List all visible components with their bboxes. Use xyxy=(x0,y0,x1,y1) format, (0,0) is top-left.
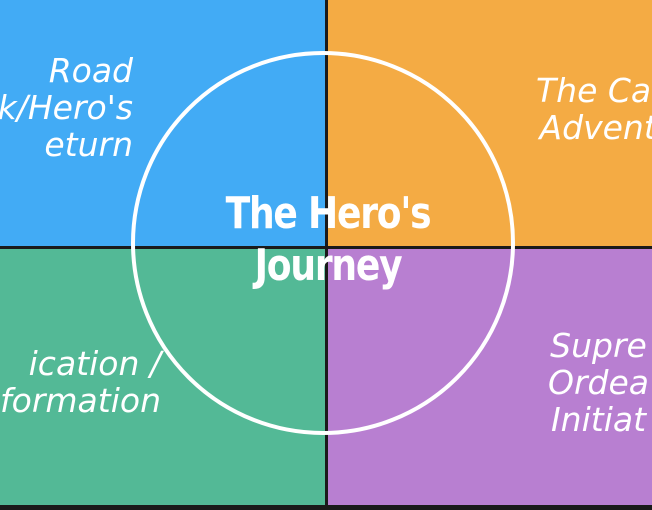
bottom-border xyxy=(0,505,652,510)
quadrant-bottom-right-line-1: Supre xyxy=(550,326,647,365)
center-title-line-2: Journey xyxy=(254,240,403,291)
quadrant-bottom-right-label: Supre Ordea Initiat xyxy=(548,327,649,438)
quadrant-top-left-line-1: Road xyxy=(48,51,133,90)
quadrant-top-left-line-3: eturn xyxy=(44,125,133,164)
center-circle xyxy=(131,51,515,435)
quadrant-top-right-line-1: The Cal xyxy=(536,71,652,110)
quadrant-top-left-line-2: k/Hero's xyxy=(0,88,133,127)
quadrant-bottom-right-line-3: Initiat xyxy=(550,400,647,439)
quadrant-bottom-left-line-1: ication / xyxy=(28,344,161,383)
quadrant-bottom-right-line-2: Ordea xyxy=(548,363,650,402)
quadrant-top-right-line-2: Advent xyxy=(539,108,652,147)
quadrant-bottom-left-label: ication / formation xyxy=(0,345,161,419)
quadrant-top-left-label: Road k/Hero's eturn xyxy=(0,52,133,163)
center-title-line-1: The Hero's xyxy=(225,188,432,239)
quadrant-bottom-left-line-2: formation xyxy=(0,381,161,420)
quadrant-top-right-label: The Cal Advent xyxy=(536,72,652,146)
center-title: The Hero's Journey xyxy=(207,188,450,292)
